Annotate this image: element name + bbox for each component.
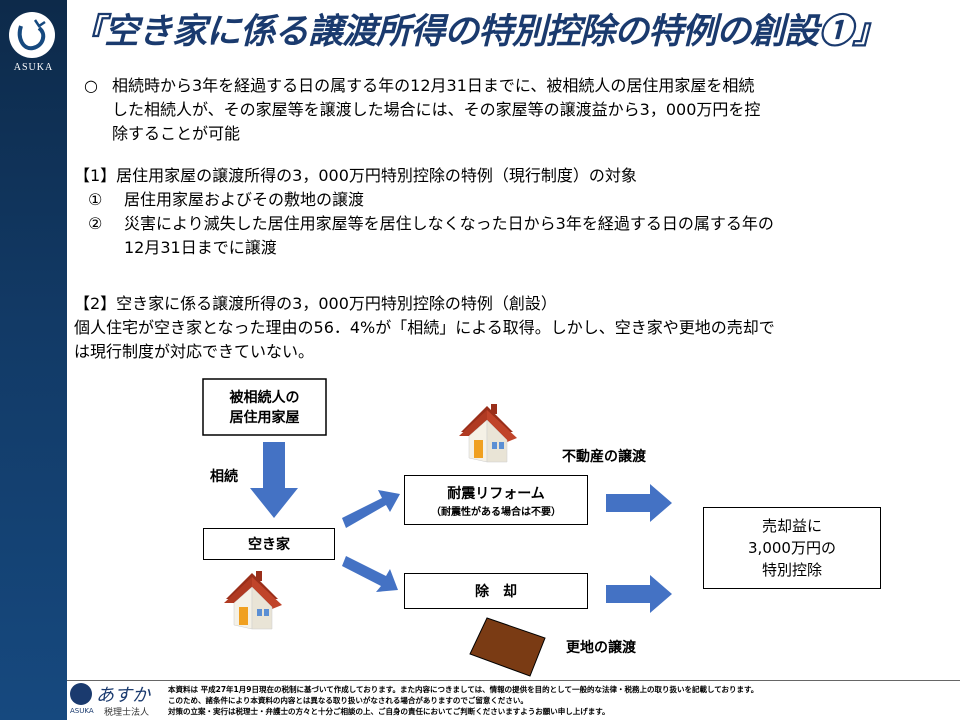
result-line: 3,000万円の	[748, 539, 836, 557]
intro-line: 相続時から3年を経過する日の属する年の12月31日までに、被相続人の居住用家屋を…	[112, 76, 755, 95]
footer-brand: あすか	[96, 685, 150, 706]
footer-disclaimer: 本資料は 平成27年1月9日現在の税制に基づいて作成しております。また内容につき…	[168, 684, 958, 717]
section2-line: は現行制度が対応できていない。	[74, 342, 315, 361]
deceased-home-box	[202, 378, 327, 436]
item-line: 12月31日までに譲渡	[124, 238, 277, 257]
section1-heading: 【1】居住用家屋の譲渡所得の3，000万円特別控除の特例（現行制度）の対象	[74, 166, 637, 185]
section2-heading: 【2】空き家に係る譲渡所得の3，000万円特別控除の特例（創設）	[74, 294, 557, 313]
logo-swirl-icon	[17, 19, 46, 51]
section2-line: 個人住宅が空き家となった理由の56．4%が「相続」による取得。しかし、空き家や更…	[74, 318, 775, 337]
reform-box: 耐震リフォーム （耐震性がある場合は不要）	[404, 475, 588, 525]
box-line: 居住用家屋	[229, 410, 300, 426]
footer-logo-icon	[70, 683, 92, 705]
vacant-land-transfer-label: 更地の譲渡	[566, 640, 636, 656]
inherit-label: 相続	[210, 469, 238, 485]
right-arrow	[606, 575, 672, 613]
box-line: 被相続人の	[229, 390, 300, 406]
reform-note: （耐震性がある場合は不要）	[431, 506, 561, 518]
section-current-system: 【1】居住用家屋の譲渡所得の3，000万円特別控除の特例（現行制度）の対象 ① …	[74, 164, 944, 260]
list-item: ① 居住用家屋およびその敷地の譲渡	[74, 188, 944, 212]
intro-bullet: ○	[84, 76, 98, 95]
asuka-logo-mark	[9, 12, 55, 58]
disclaimer-line: 対策の立案・実行は税理士・弁護士の方々と十分ご相談の上、ご自身の責任においてご判…	[168, 707, 610, 716]
vacant-land-icon	[469, 617, 546, 677]
down-arrow	[250, 442, 298, 518]
item-line: 災害により滅失した居住用家屋等を居住しなくなった日から3年を経過する日の属する年…	[124, 214, 774, 233]
up-right-arrow	[342, 490, 400, 528]
house-icon	[223, 570, 283, 630]
demolish-box: 除 却	[404, 573, 588, 609]
logo-text: ASUKA	[13, 62, 54, 73]
intro-line: 除することが可能	[112, 124, 241, 143]
footer-divider	[67, 680, 960, 681]
right-arrow	[606, 484, 672, 522]
house-icon	[458, 403, 518, 463]
result-line: 特別控除	[761, 561, 822, 579]
vacant-house-box: 空き家	[203, 528, 335, 560]
intro-paragraph: ○ 相続時から3年を経過する日の属する年の12月31日までに、被相続人の居住用家…	[84, 74, 944, 146]
item-number: ①	[88, 190, 103, 209]
section-new-system: 【2】空き家に係る譲渡所得の3，000万円特別控除の特例（創設） 個人住宅が空き…	[74, 292, 944, 364]
intro-line: した相続人が、その家屋等を譲渡した場合には、その家屋等の譲渡益から3，000万円…	[112, 100, 761, 119]
real-estate-transfer-label: 不動産の譲渡	[562, 449, 646, 465]
page-title: 『空き家に係る譲渡所得の特別控除の特例の創設①』	[70, 11, 887, 52]
deceased-home-label: 被相続人の 居住用家屋	[203, 379, 326, 435]
footer-logo: あすか ASUKA 税理士法人	[70, 683, 162, 719]
reform-title: 耐震リフォーム	[447, 485, 545, 502]
result-box: 売却益に 3,000万円の 特別控除	[703, 507, 881, 589]
disclaimer-line: このため、諸条件により本資料の内容とは異なる取り扱いがなされる場合がありますので…	[168, 696, 528, 705]
footer-asuka: ASUKA	[70, 707, 94, 715]
item-line: 居住用家屋およびその敷地の譲渡	[124, 190, 365, 209]
result-line: 売却益に	[761, 517, 822, 535]
down-right-arrow	[342, 556, 398, 592]
sidebar-band: ASUKA	[0, 0, 67, 720]
list-item: ② 災害により滅失した居住用家屋等を居住しなくなった日から3年を経過する日の属す…	[74, 212, 944, 260]
footer-firm: 税理士法人	[104, 708, 150, 718]
disclaimer-line: 本資料は 平成27年1月9日現在の税制に基づいて作成しております。また内容につき…	[168, 685, 759, 694]
item-number: ②	[88, 214, 103, 233]
